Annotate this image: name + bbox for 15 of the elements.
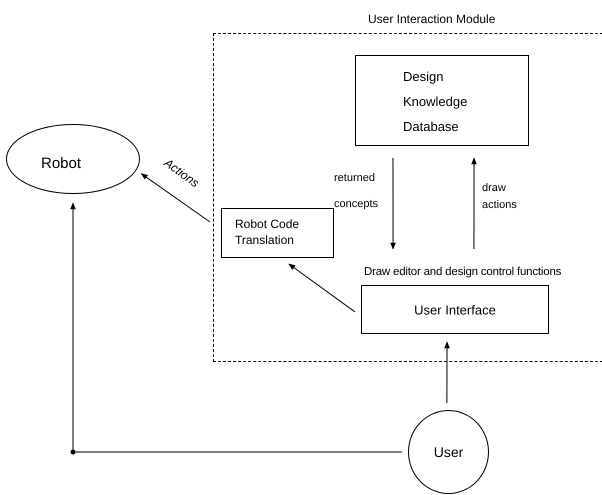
edge-label: returned concepts bbox=[334, 171, 380, 212]
arrow bbox=[70, 202, 402, 452]
edge-label: draw actions bbox=[482, 181, 518, 213]
robot-ellipse: Robot bbox=[6, 124, 140, 194]
process-box: Robot Code Translation bbox=[221, 208, 334, 258]
arrow bbox=[140, 173, 210, 222]
interface-label: User Interface bbox=[414, 300, 496, 319]
database-box: Design Knowledge Database bbox=[355, 55, 529, 146]
module-title: User Interaction Module bbox=[368, 11, 496, 28]
arrow bbox=[390, 158, 396, 250]
arrow bbox=[288, 264, 356, 312]
function-caption: Draw editor and design control functions bbox=[364, 265, 562, 280]
arrow bbox=[444, 341, 450, 404]
arrow bbox=[471, 157, 477, 250]
user-circle: User bbox=[408, 410, 489, 494]
